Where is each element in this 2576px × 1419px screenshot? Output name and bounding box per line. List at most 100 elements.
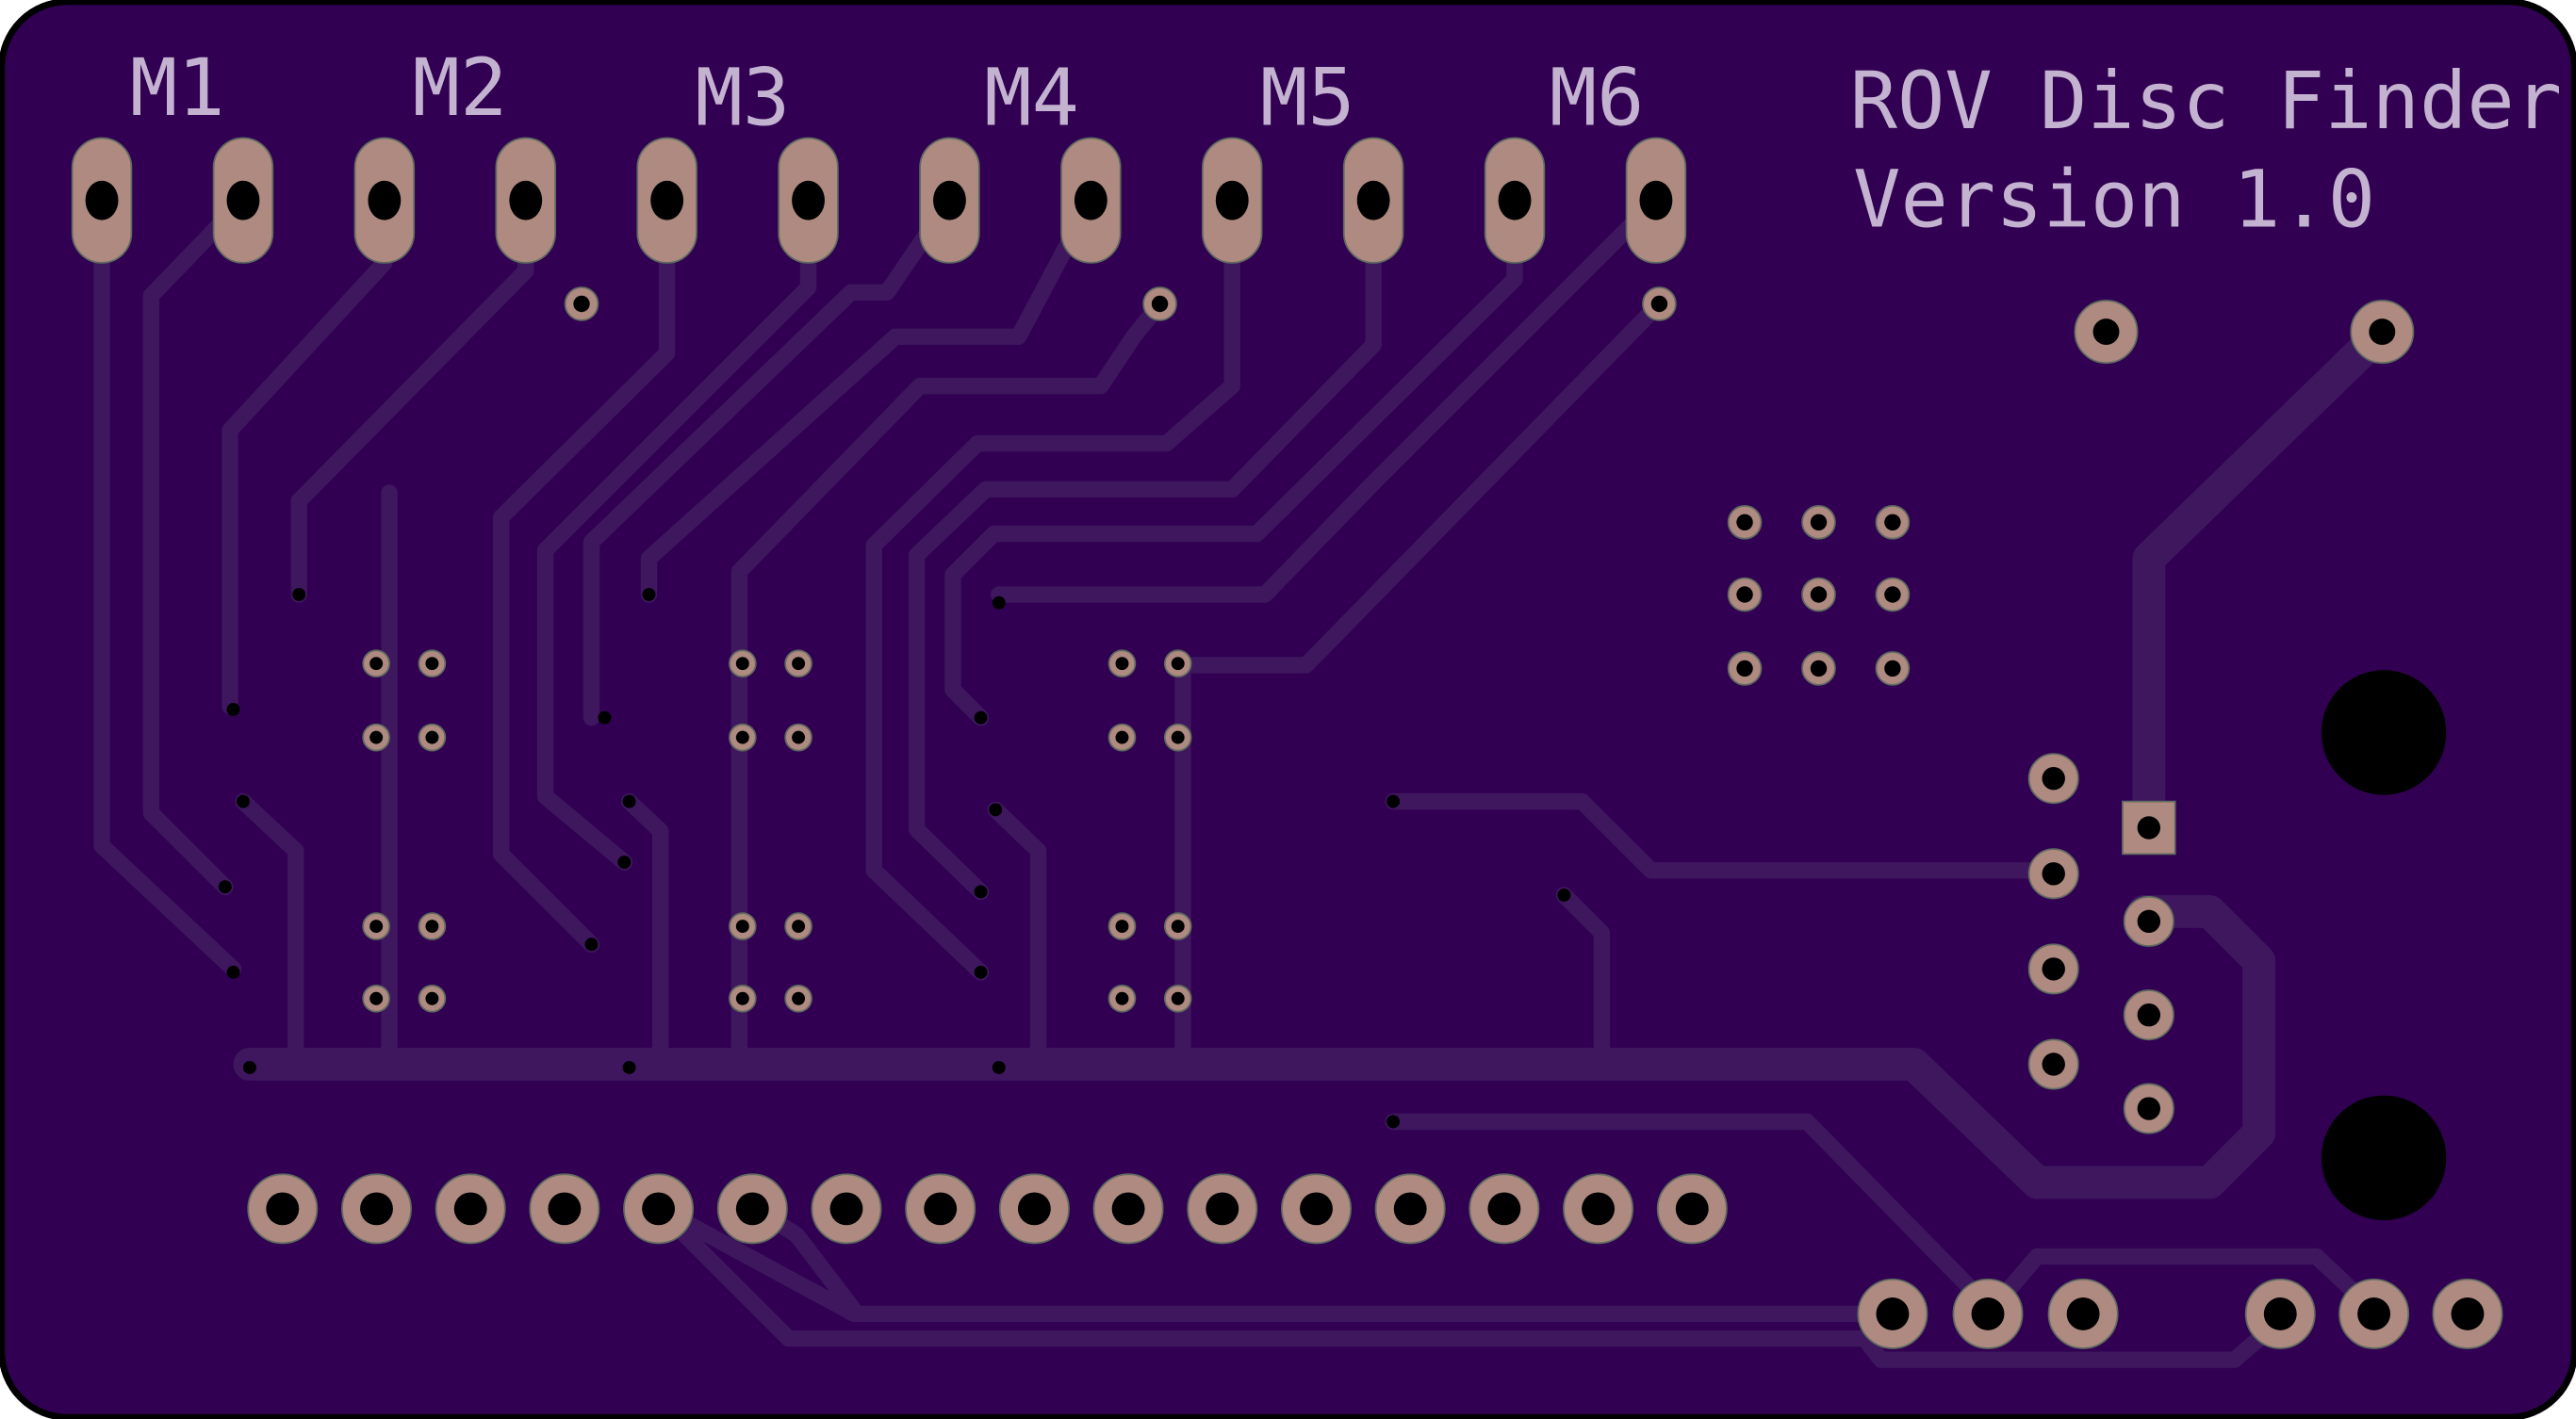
drill-hole bbox=[1810, 514, 1828, 531]
drill-hole bbox=[1971, 1297, 2005, 1330]
drill-hole bbox=[573, 295, 590, 313]
drill-hole bbox=[425, 657, 439, 671]
drill-hole bbox=[266, 1192, 300, 1226]
motor-label-m3: M3 bbox=[695, 51, 790, 143]
trace bbox=[1385, 792, 2062, 879]
drill-hole bbox=[1171, 730, 1185, 744]
mounting-hole bbox=[2321, 1095, 2447, 1221]
motor-label-m5: M5 bbox=[1260, 51, 1355, 143]
trace bbox=[640, 191, 1100, 603]
drill-hole bbox=[1206, 1192, 1239, 1226]
drill-hole bbox=[792, 730, 806, 744]
drill-hole bbox=[2042, 1052, 2065, 1076]
drill-hole bbox=[369, 920, 384, 934]
drill-hole bbox=[792, 920, 806, 934]
drill-hole bbox=[642, 1192, 676, 1226]
via-drill bbox=[292, 588, 306, 601]
via-drill bbox=[974, 885, 988, 899]
drill-hole bbox=[2451, 1297, 2485, 1330]
via-drill bbox=[974, 710, 988, 725]
drill-hole bbox=[425, 920, 439, 934]
board-title: ROV Disc Finder bbox=[1850, 55, 2562, 147]
drill-hole bbox=[1650, 295, 1668, 313]
drill-hole bbox=[1074, 180, 1108, 220]
via-drill bbox=[584, 938, 599, 952]
via-drill bbox=[622, 1060, 636, 1074]
drill-hole bbox=[924, 1192, 958, 1226]
drill-hole bbox=[735, 657, 749, 671]
drill-hole bbox=[1810, 586, 1828, 603]
via-drill bbox=[992, 1060, 1006, 1074]
drill-hole bbox=[1884, 514, 1901, 531]
trace bbox=[944, 191, 1523, 726]
drill-hole bbox=[1884, 660, 1901, 677]
drill-hole bbox=[226, 180, 260, 220]
drill-hole bbox=[735, 991, 749, 1005]
trace bbox=[235, 792, 304, 1068]
drill-hole bbox=[2042, 862, 2065, 886]
drill-hole bbox=[453, 1192, 487, 1226]
trace bbox=[648, 1199, 2301, 1368]
trace bbox=[908, 191, 1382, 901]
drill-hole bbox=[425, 991, 439, 1005]
trace bbox=[93, 191, 242, 978]
drill-hole bbox=[369, 991, 384, 1005]
motor-labels: M1 M2 M3 M4 M5 M6 bbox=[130, 41, 1645, 143]
drill-hole bbox=[1115, 730, 1129, 744]
drill-hole bbox=[1171, 920, 1185, 934]
drill-hole bbox=[2092, 318, 2120, 346]
via-drill bbox=[642, 588, 656, 601]
drill-hole bbox=[735, 730, 749, 744]
drill-hole bbox=[1151, 295, 1169, 313]
drill-hole bbox=[1171, 657, 1185, 671]
drill-hole bbox=[2066, 1297, 2100, 1330]
drill-hole bbox=[425, 730, 439, 744]
drill-hole bbox=[2137, 1097, 2161, 1120]
via-drill bbox=[1557, 888, 1571, 902]
drill-hole bbox=[369, 730, 384, 744]
trace bbox=[492, 191, 676, 953]
drill-hole bbox=[1300, 1192, 1333, 1226]
drill-hole bbox=[1736, 586, 1753, 603]
via-drill bbox=[617, 856, 632, 870]
drill-hole bbox=[1017, 1192, 1051, 1226]
drill-hole bbox=[933, 180, 966, 220]
drill-hole bbox=[1215, 180, 1249, 220]
trace bbox=[582, 191, 959, 726]
trace bbox=[991, 191, 1665, 603]
drill-hole bbox=[1115, 991, 1129, 1005]
trace bbox=[987, 801, 1047, 1068]
drill-hole bbox=[2137, 816, 2161, 840]
drill-hole bbox=[1115, 920, 1129, 934]
drill-hole bbox=[2137, 1003, 2161, 1027]
drill-hole bbox=[2042, 957, 2065, 981]
mounting-hole bbox=[2321, 670, 2447, 795]
drill-hole bbox=[2263, 1297, 2297, 1330]
drill-hole bbox=[368, 180, 402, 220]
drill-hole bbox=[1675, 1192, 1709, 1226]
drill-hole bbox=[792, 991, 806, 1005]
drill-hole bbox=[548, 1192, 582, 1226]
drill-hole bbox=[735, 1192, 769, 1226]
via-drill bbox=[622, 794, 636, 808]
trace bbox=[1174, 295, 1668, 1068]
drill-hole bbox=[1736, 514, 1753, 531]
trace bbox=[620, 792, 669, 1068]
drill-hole bbox=[1115, 657, 1129, 671]
via-drill bbox=[989, 803, 1003, 817]
drill-hole bbox=[85, 180, 119, 220]
drill-hole bbox=[369, 657, 384, 671]
via-drill bbox=[218, 880, 232, 894]
trace bbox=[865, 191, 1240, 981]
trace bbox=[1555, 887, 1611, 1068]
via-drill bbox=[236, 794, 250, 808]
drill-hole bbox=[1582, 1192, 1616, 1226]
pads bbox=[71, 137, 2503, 1349]
drill-hole bbox=[735, 920, 749, 934]
drill-hole bbox=[1639, 180, 1673, 220]
via-drill bbox=[974, 965, 988, 979]
motor-label-m4: M4 bbox=[984, 51, 1079, 143]
motor-label-m6: M6 bbox=[1550, 51, 1645, 143]
drill-hole bbox=[829, 1192, 863, 1226]
